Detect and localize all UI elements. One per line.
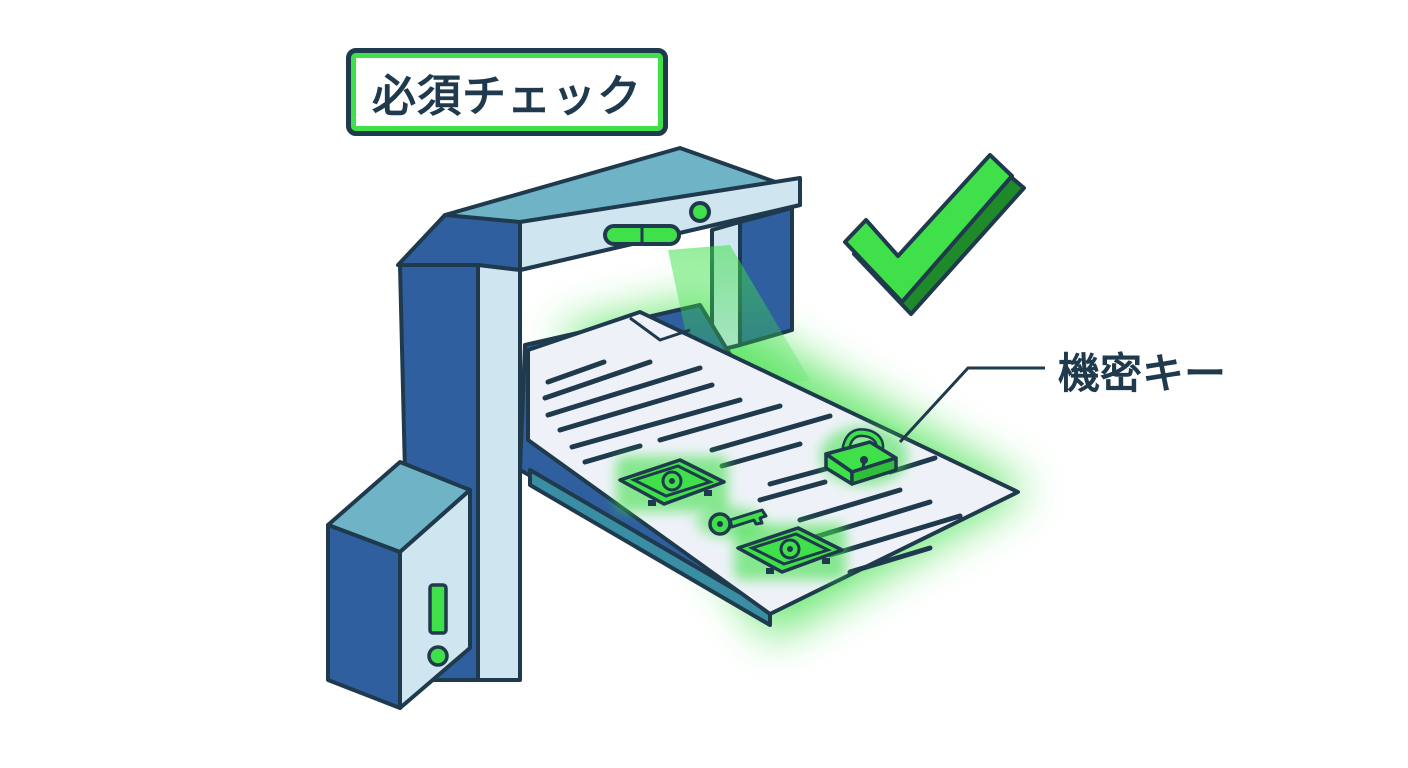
header-label: 必須チェック <box>372 71 642 122</box>
safe-icon <box>734 524 846 580</box>
warning-light-bar <box>428 583 448 635</box>
key-icon <box>696 506 768 538</box>
document <box>526 310 1020 616</box>
header-label-box: 必須チェック <box>346 48 668 136</box>
checkmark-icon <box>843 153 1026 316</box>
warning-light-dot <box>427 645 449 667</box>
status-light-dot <box>689 201 711 223</box>
padlock-icon <box>820 426 908 486</box>
callout-leader-line <box>898 366 1045 444</box>
safe-icon <box>616 456 728 512</box>
callout-label: 機密キー <box>1058 349 1227 398</box>
control-unit <box>326 460 472 710</box>
